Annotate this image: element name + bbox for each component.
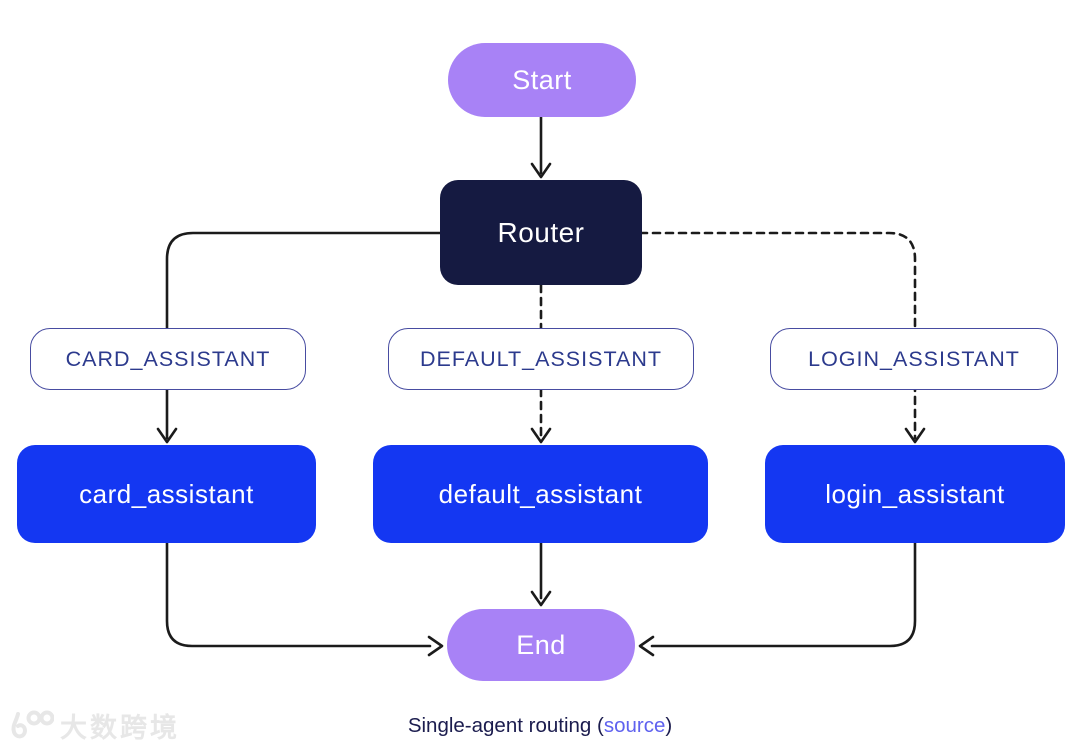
edge-label-card-assistant: CARD_ASSISTANT: [30, 328, 306, 390]
edge-label-login-text: LOGIN_ASSISTANT: [808, 346, 1020, 371]
edge-label-default-text: DEFAULT_ASSISTANT: [419, 346, 662, 371]
edge-card-end: [165, 541, 432, 648]
node-start-label: Start: [512, 64, 572, 95]
node-login-assistant-label: login_assistant: [825, 478, 1005, 509]
arrowhead-card: [156, 427, 178, 444]
node-end-label: End: [516, 629, 566, 660]
edge-login-end: [650, 541, 917, 648]
watermark-logo-icon: [11, 710, 54, 738]
watermark: 大数跨境: [8, 706, 180, 745]
arrowhead-login: [904, 427, 926, 444]
node-default-assistant: default_assistant: [373, 445, 708, 543]
watermark-text: 大数跨境: [60, 713, 180, 743]
edge-label-default-assistant: DEFAULT_ASSISTANT: [388, 328, 694, 390]
caption-suffix: ): [665, 714, 673, 737]
node-start: Start: [448, 43, 636, 117]
arrowhead-default-end: [530, 590, 552, 607]
arrowhead-default: [530, 427, 552, 444]
node-login-assistant: login_assistant: [765, 445, 1065, 543]
caption-prefix: Single-agent routing (: [407, 714, 604, 737]
node-router: Router: [440, 180, 642, 285]
node-card-assistant: card_assistant: [17, 445, 316, 543]
node-router-label: Router: [497, 216, 585, 248]
node-end: End: [447, 609, 635, 681]
arrowhead-login-end: [638, 635, 655, 657]
edge-router-login: [638, 231, 917, 440]
node-card-assistant-label: card_assistant: [79, 478, 254, 509]
caption-source-link[interactable]: source: [603, 714, 666, 737]
edge-label-login-assistant: LOGIN_ASSISTANT: [770, 328, 1058, 390]
arrowhead-start-router: [530, 162, 552, 179]
figure-caption: Single-agent routing (source): [0, 714, 1080, 738]
arrowhead-card-end: [427, 635, 444, 657]
node-default-assistant-label: default_assistant: [438, 478, 643, 509]
edge-label-card-text: CARD_ASSISTANT: [65, 346, 271, 371]
edge-router-card: [165, 231, 442, 440]
